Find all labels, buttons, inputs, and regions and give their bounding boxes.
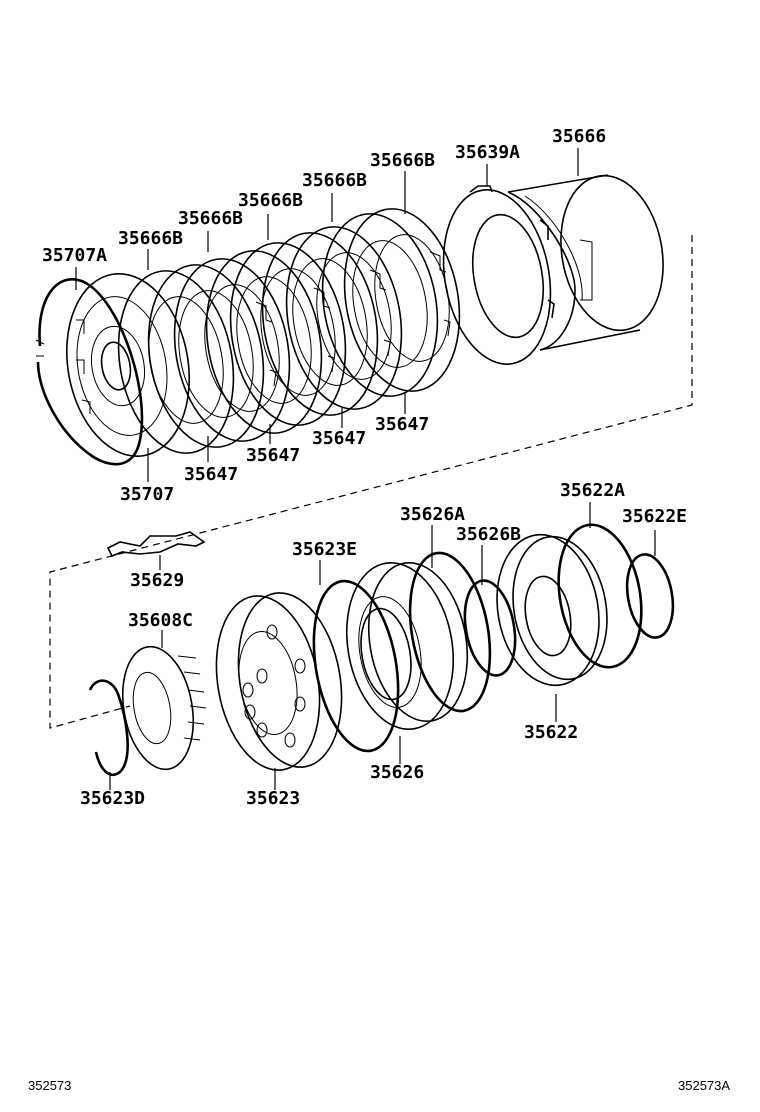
part-35629-bracket (106, 531, 206, 558)
label-35707A: 35707A (42, 245, 107, 266)
disc-35647-4 (321, 213, 451, 397)
disc-35666B-5 (343, 208, 461, 392)
lower-leader-lines (109, 502, 656, 790)
part-35666-drum (507, 174, 664, 351)
part-35639A-plate (442, 185, 555, 365)
disc-35666B-1 (117, 270, 235, 454)
disc-35666B-4 (285, 226, 403, 410)
label-35666B-4: 35666B (302, 170, 367, 191)
label-35707: 35707 (120, 484, 174, 505)
disc-35666B-3 (229, 242, 347, 426)
part-35626-cylinder (345, 561, 469, 731)
part-35622E-seal-ring (625, 553, 675, 639)
part-35622A-seal-ring (557, 523, 643, 669)
label-35623: 35623 (246, 788, 300, 809)
part-35626A-seal-ring (408, 551, 492, 713)
label-35622: 35622 (524, 722, 578, 743)
label-35626A: 35626A (400, 504, 465, 525)
disc-35666B-2 (173, 258, 291, 442)
label-35647-1: 35647 (184, 464, 238, 485)
part-35707-hub (65, 273, 191, 457)
label-35666B-3: 35666B (238, 190, 303, 211)
part-35623E-seal-ring (312, 579, 400, 753)
part-35608C-spring-retainer (122, 645, 207, 771)
label-35623D: 35623D (80, 788, 145, 809)
label-35622E: 35622E (622, 506, 687, 527)
footer-right-code: 352573A (678, 1078, 730, 1093)
label-35647-3: 35647 (312, 428, 366, 449)
label-35629: 35629 (130, 570, 184, 591)
label-35647-2: 35647 (246, 445, 300, 466)
label-35626B: 35626B (456, 524, 521, 545)
label-35647-4: 35647 (375, 414, 429, 435)
label-35639A: 35639A (455, 142, 520, 163)
label-35666B-1: 35666B (118, 228, 183, 249)
disc-35647-1 (147, 264, 277, 448)
label-35666B-2: 35666B (178, 208, 243, 229)
upper-leader-lines (75, 148, 579, 482)
label-35608C: 35608C (128, 610, 193, 631)
label-35623E: 35623E (292, 539, 357, 560)
label-35622A: 35622A (560, 480, 625, 501)
label-35626: 35626 (370, 762, 424, 783)
part-35623-piston (215, 592, 343, 771)
clutch-disc-stack (117, 208, 461, 454)
footer-left-code: 352573 (28, 1078, 71, 1093)
part-35707A-snap-ring (35, 278, 144, 466)
part-35623D-snap-ring (88, 679, 129, 777)
label-35666: 35666 (552, 126, 606, 147)
part-35622-piston-cover (496, 533, 608, 687)
label-35666B-5: 35666B (370, 150, 435, 171)
disc-35647-2 (205, 250, 335, 434)
assembly-outline (49, 235, 693, 729)
